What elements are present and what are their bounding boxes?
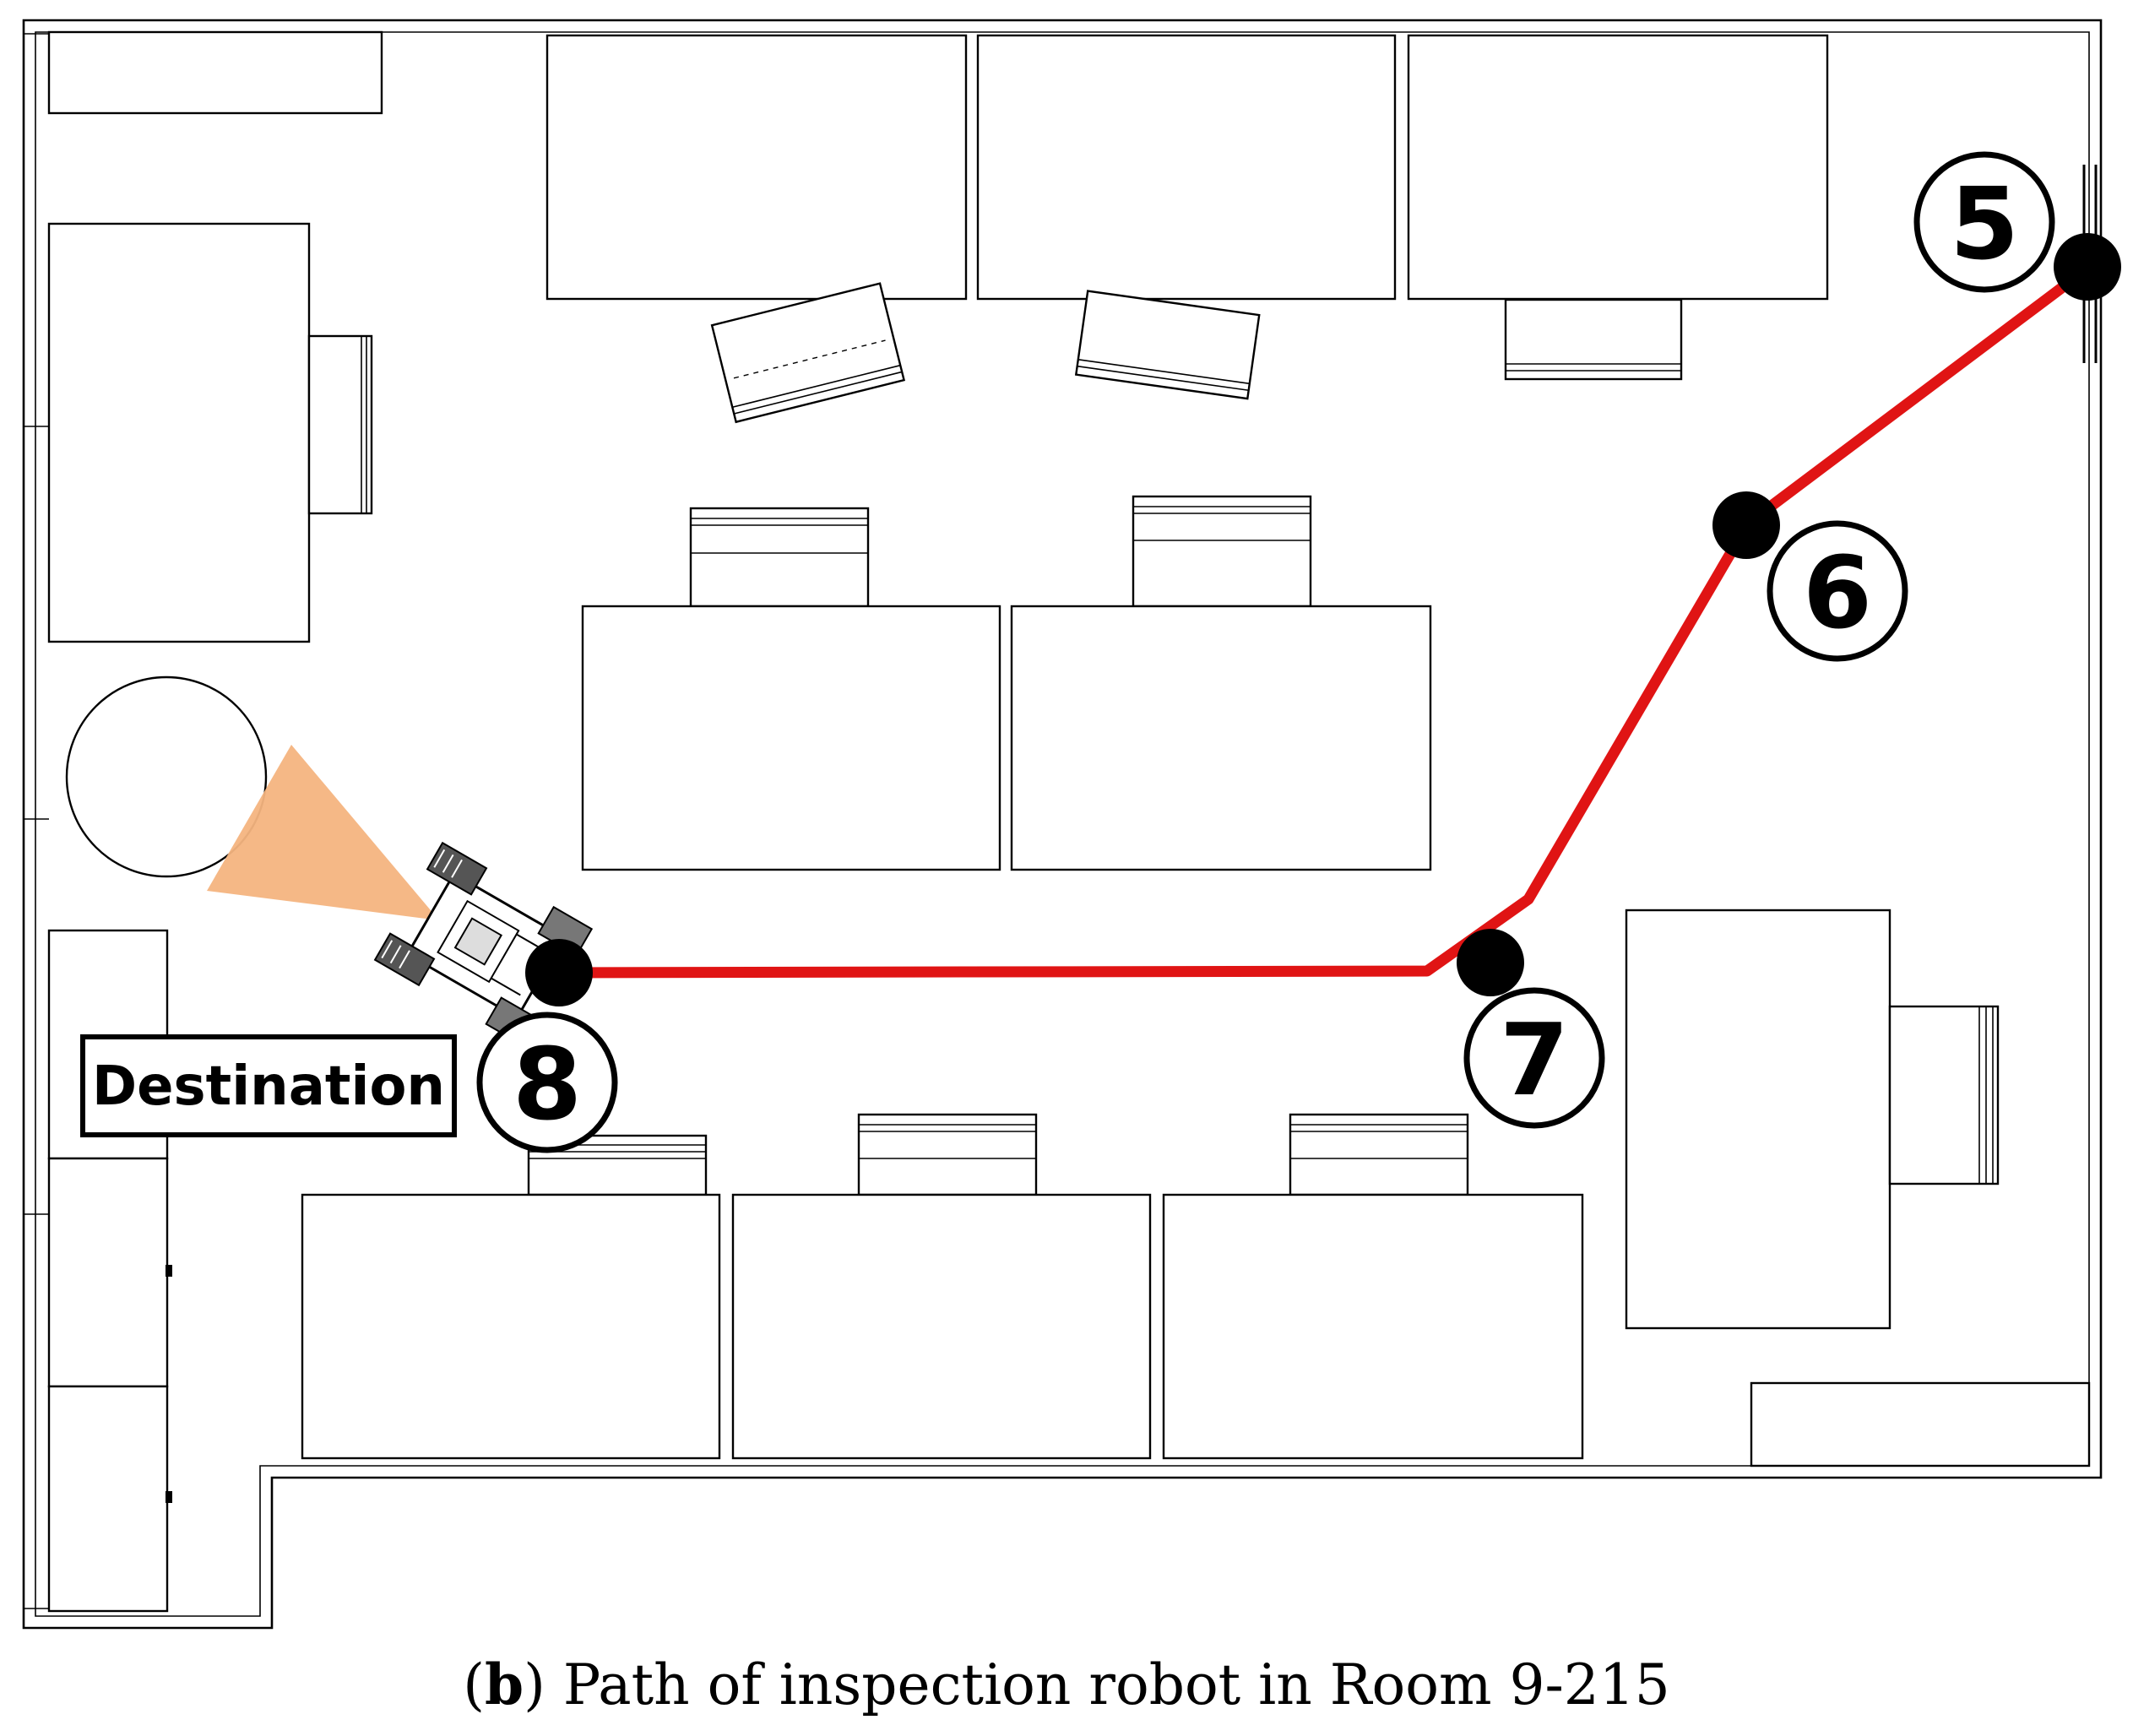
middle-chair-1 (689, 507, 870, 608)
left-desk (47, 222, 311, 643)
right-desk-chair (1888, 1005, 2000, 1185)
waypoint-8-label: 8 (513, 1026, 582, 1142)
top-chair-3 (1504, 298, 1683, 381)
sensor-cone (207, 745, 439, 920)
furniture (47, 30, 2091, 1613)
caption-text: Path of inspection robot in Room 9-215 (545, 1652, 1670, 1717)
waypoint-6-marker: 6 (1767, 520, 1908, 662)
waypoint-6-dot (1712, 491, 1780, 559)
bottom-chair-2 (857, 1113, 1038, 1196)
waypoint-7-dot (1457, 929, 1524, 996)
top-desk-2 (976, 34, 1397, 301)
waypoint-8-dot (525, 939, 593, 1006)
left-cabinet-2 (47, 1157, 169, 1388)
robot-path (551, 263, 2093, 979)
middle-chair-2 (1132, 495, 1312, 608)
top-chair-1 (710, 282, 906, 424)
left-cabinet-3 (47, 1385, 169, 1613)
top-desk-1 (545, 34, 968, 301)
waypoint-5-label: 5 (1950, 165, 2019, 282)
waypoint-8-marker: 8 (476, 1012, 618, 1153)
destination-box: Destination (80, 1034, 457, 1137)
left-desk-chair (307, 334, 373, 515)
destination-label: Destination (92, 1055, 445, 1118)
bottom-right-shelf (1750, 1381, 2091, 1467)
inspection-robot-icon (373, 841, 594, 1048)
middle-desk-1 (581, 605, 1001, 871)
waypoint-7-marker: 7 (1463, 987, 1605, 1129)
caption-label-close: ) (524, 1652, 545, 1717)
waypoint-6-label: 6 (1803, 534, 1872, 651)
round-table (65, 675, 268, 878)
caption-label-letter: b (484, 1652, 524, 1717)
bottom-desk-2 (731, 1193, 1152, 1460)
caption-label-open: ( (463, 1652, 485, 1717)
bottom-chair-3 (1289, 1113, 1469, 1196)
right-desk (1625, 909, 1891, 1330)
top-left-shelf (47, 30, 383, 115)
top-desk-3 (1407, 34, 1829, 301)
bottom-desk-3 (1162, 1193, 1584, 1460)
bottom-desk-1 (301, 1193, 721, 1460)
waypoint-7-label: 7 (1500, 1001, 1569, 1118)
waypoint-5-dot (2054, 233, 2121, 301)
waypoint-5-marker: 5 (1913, 151, 2055, 293)
top-chair-2 (1074, 290, 1261, 400)
figure-caption: (b) Path of inspection robot in Room 9-2… (0, 1646, 2133, 1723)
middle-desk-2 (1010, 605, 1432, 871)
